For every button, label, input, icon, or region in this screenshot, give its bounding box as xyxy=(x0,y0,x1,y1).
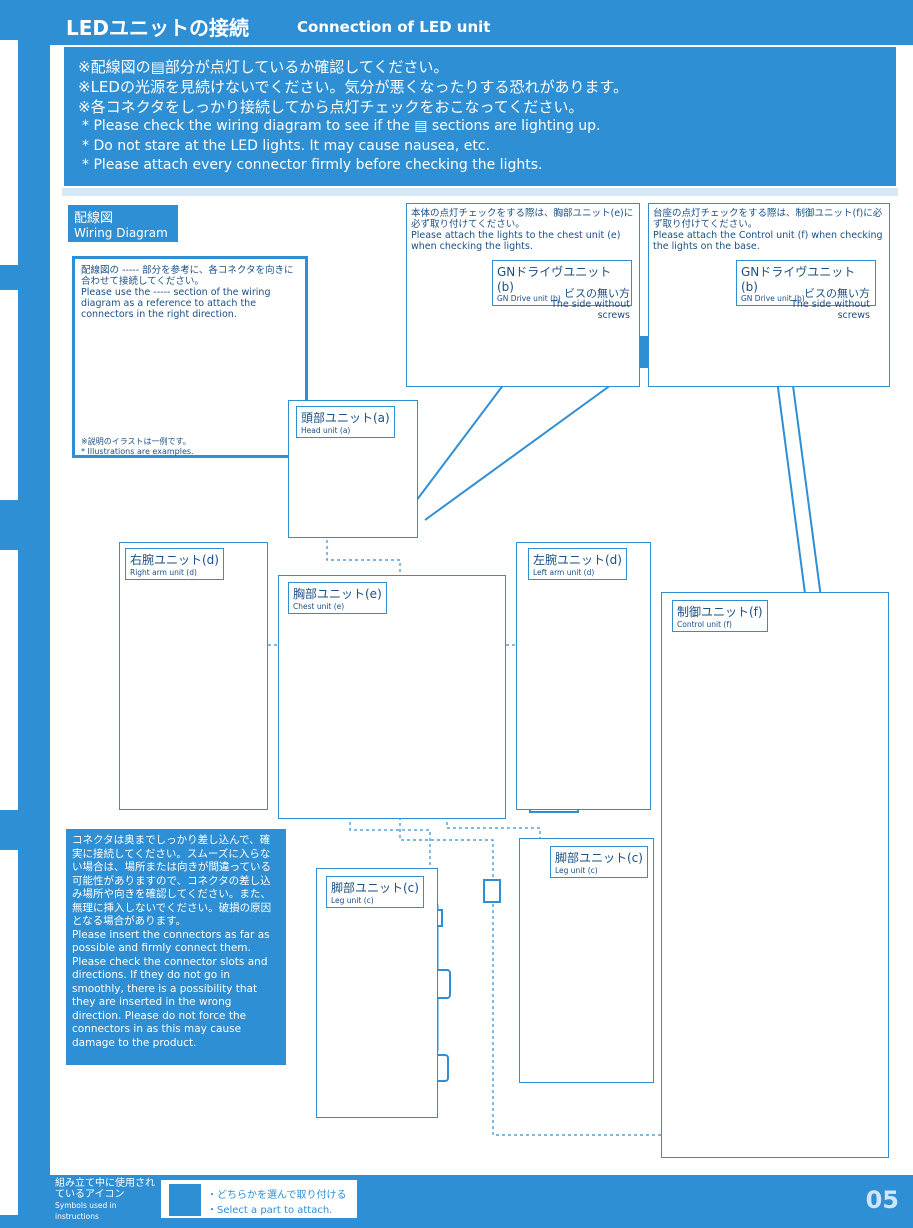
leg-unit-frame xyxy=(316,868,438,1118)
screw-side-note: ビスの無い方 The side without screws xyxy=(540,288,630,321)
gn-drive-label-en: GN Drive unit (b) xyxy=(741,294,805,303)
wiring-tag-en: Wiring Diagram xyxy=(74,226,168,240)
gn-drive-label-jp: GNドライヴユニット(b) xyxy=(741,265,856,294)
page-number: 05 xyxy=(865,1186,899,1214)
chest-check-text: 本体の点灯チェックをする際は、胸部ユニット(e)に必ず取り付けてください。 Pl… xyxy=(411,208,634,252)
leg-unit-label: 脚部ユニット(c)Leg unit (c) xyxy=(550,846,648,878)
select-en: ・Select a part to attach. xyxy=(207,1205,333,1216)
note-text: 配線図の ----- 部分を参考に、各コネクタを向きに合わせて接続してください。… xyxy=(81,265,294,320)
dashed-wire xyxy=(399,745,753,1136)
title-bar xyxy=(50,0,913,45)
notice-line-en: * Please attach every connector firmly b… xyxy=(82,157,543,173)
wiring-tag-jp: 配線図 xyxy=(74,211,114,226)
screw-side-en: The side without screws xyxy=(791,299,870,321)
wiring-diagram-tag: 配線図 Wiring Diagram xyxy=(68,205,178,242)
notice-line-en: * Do not stare at the LED lights. It may… xyxy=(82,137,491,154)
select-jp: ・どちらかを選んで取り付ける xyxy=(207,1190,347,1201)
control-unit-frame xyxy=(661,592,889,1158)
dashed-wire xyxy=(326,540,401,578)
right-arm-unit-frame xyxy=(119,542,268,810)
callout-line xyxy=(424,381,616,521)
notice-line: ※配線図の▤部分が点灯しているか確認してください。 xyxy=(78,58,449,76)
right-arm-unit-label: 右腕ユニット(d)Right arm unit (d) xyxy=(125,548,224,580)
select-part-icon xyxy=(169,1184,201,1216)
left-page-panel xyxy=(0,850,18,1215)
notice-line-en: * Please check the wiring diagram to see… xyxy=(82,118,601,134)
screw-side-en: The side without screws xyxy=(551,299,630,321)
notice-line: ※各コネクタをしっかり接続してから点灯チェックをおこなってください。 xyxy=(78,98,584,116)
gn-drive-label: GNドライヴユニット(b) GN Drive unit (b) xyxy=(736,260,876,306)
footer-legend-title: 組み立て中に使用されているアイコン Symbols used in instru… xyxy=(55,1178,155,1222)
icons-title-jp: 組み立て中に使用されているアイコン xyxy=(55,1178,155,1200)
left-arm-unit-frame xyxy=(516,542,651,810)
head-unit-label: 頭部ユニット(a)Head unit (a) xyxy=(296,406,395,438)
left-page-panel xyxy=(0,40,18,265)
caution-notice: ※配線図の▤部分が点灯しているか確認してください。 ※LEDの光源を見続けないで… xyxy=(62,45,898,188)
connector-caution: コネクタは奥までしっかり差し込んで、確実に接続してください。スムーズに入らない場… xyxy=(66,829,286,1065)
notice-line: ※LEDの光源を見続けないでください。気分が悪くなったりする恐れがあります。 xyxy=(78,78,629,96)
left-page-panel xyxy=(0,550,18,810)
chest-unit-label: 胸部ユニット(e)Chest unit (e) xyxy=(288,582,387,614)
page-title: LEDユニットの接続 xyxy=(66,16,250,40)
left-arm-unit-label: 左腕ユニット(d)Left arm unit (d) xyxy=(528,548,627,580)
icons-title-en: Symbols used in instructions xyxy=(55,1201,117,1221)
gn-drive-label-jp: GNドライヴユニット(b) xyxy=(497,265,612,294)
dashed-wire xyxy=(349,810,431,905)
connector xyxy=(483,879,501,903)
leg-unit-label: 脚部ユニット(c)Leg unit (c) xyxy=(326,876,424,908)
illus-note-jp: ※説明のイラストは一例です。 xyxy=(81,437,191,446)
leg-unit-frame xyxy=(519,838,654,1083)
page-title-en: Connection of LED unit xyxy=(297,18,491,36)
gn-drive-label-en: GN Drive unit (b) xyxy=(497,294,561,303)
gn-drive-label: GNドライヴユニット(b) GN Drive unit (b) xyxy=(492,260,632,306)
base-check-text: 台座の点灯チェックをする際は、制御ユニット(f)に必ず取り付けてください。 Pl… xyxy=(653,208,883,252)
illus-note-en: * Illustrations are examples. xyxy=(81,447,194,456)
screw-side-jp: ビスの無い方 xyxy=(804,287,870,300)
chest-unit-frame xyxy=(278,575,506,819)
divider-band xyxy=(62,188,898,196)
connector-direction-note: 配線図の ----- 部分を参考に、各コネクタを向きに合わせて接続してください。… xyxy=(72,256,308,458)
dashed-wire xyxy=(446,810,541,880)
control-unit-label: 制御ユニット(f)Control unit (f) xyxy=(672,600,768,632)
screw-side-jp: ビスの無い方 xyxy=(564,287,630,300)
left-page-panel xyxy=(0,290,18,500)
screw-side-note: ビスの無い方 The side without screws xyxy=(780,288,870,321)
icon-legend: ・どちらかを選んで取り付ける ・Select a part to attach. xyxy=(160,1179,358,1219)
